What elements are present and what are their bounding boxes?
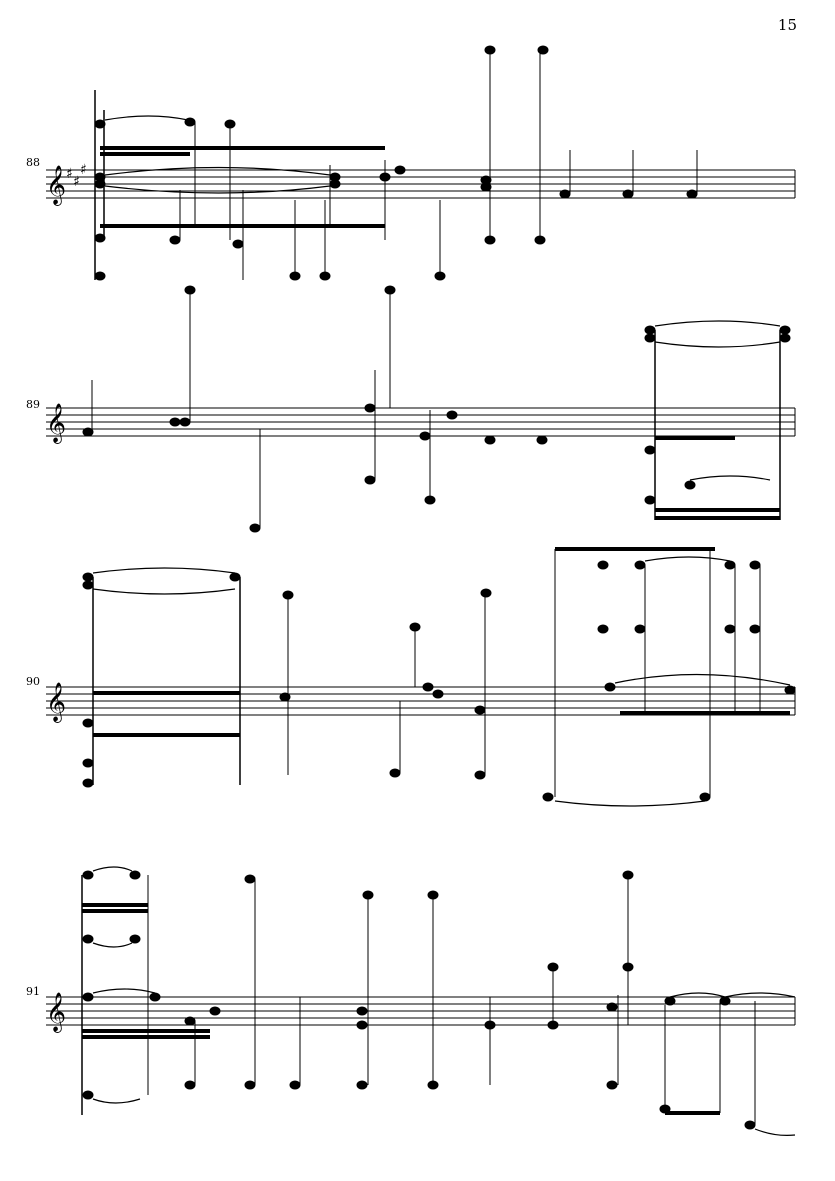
system-90: 90 𝄞	[0, 535, 835, 865]
ties	[654, 320, 781, 481]
staff-lines	[46, 407, 796, 437]
notes	[82, 285, 548, 533]
measure-number: 88	[26, 156, 40, 169]
ties	[92, 866, 796, 1136]
right-cluster	[597, 549, 796, 802]
system-89: 89 𝄞	[0, 285, 835, 560]
treble-clef: 𝄞	[46, 165, 66, 206]
staff-88: 𝄞 ♯♯♯	[46, 45, 796, 281]
svg-text:♯: ♯	[73, 174, 80, 190]
treble-clef: 𝄞	[46, 682, 66, 723]
staff-lines	[46, 686, 796, 716]
page-number: 15	[777, 16, 797, 34]
staff-89: 𝄞	[46, 285, 796, 533]
system-88: 88 𝄞 ♯♯♯	[0, 0, 835, 300]
mid-notes	[389, 549, 556, 802]
staff-90: 𝄞	[46, 547, 796, 807]
system-91: 91 𝄞	[0, 845, 835, 1181]
left-cluster	[82, 572, 294, 788]
staff-lines	[46, 169, 796, 199]
beams	[93, 547, 790, 737]
treble-clef: 𝄞	[46, 992, 66, 1033]
treble-clef: 𝄞	[46, 403, 66, 444]
right-cluster	[644, 325, 791, 520]
measure-number: 89	[26, 398, 40, 411]
svg-text:♯: ♯	[66, 166, 73, 182]
beams	[655, 436, 780, 520]
notes-right	[434, 45, 698, 281]
beams	[82, 903, 720, 1115]
note-cluster	[94, 90, 106, 281]
ties	[104, 115, 331, 194]
key-signature: ♯♯♯	[66, 162, 87, 190]
measure-number: 91	[26, 985, 40, 998]
svg-text:♯: ♯	[80, 162, 87, 178]
notes-run	[169, 117, 406, 281]
ties	[92, 556, 791, 807]
staff-lines	[46, 996, 796, 1026]
run-notes	[184, 870, 756, 1130]
measure-number: 90	[26, 675, 40, 688]
staff-91: 𝄞	[46, 866, 796, 1136]
